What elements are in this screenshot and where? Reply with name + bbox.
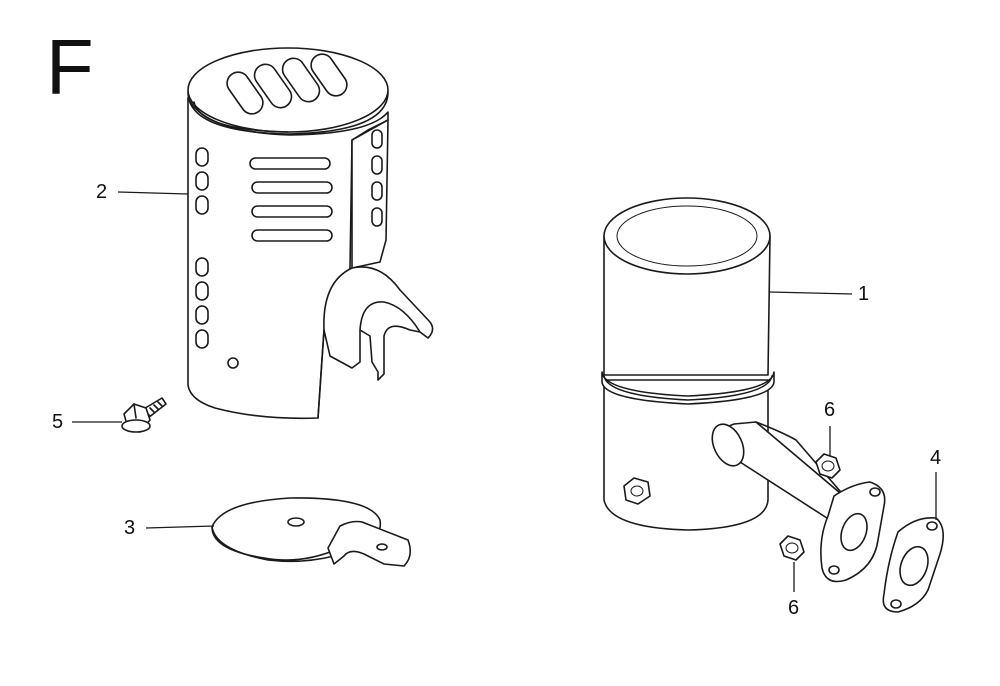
leader-2 bbox=[117, 191, 189, 195]
callout-1: 1 bbox=[858, 283, 870, 305]
callout-5: 5 bbox=[52, 411, 64, 433]
leader-1 bbox=[769, 291, 853, 295]
muffler-protector-part-2 bbox=[187, 47, 434, 420]
muffler-plate-part-3 bbox=[211, 497, 412, 567]
callout-4: 4 bbox=[930, 447, 942, 469]
leader-3 bbox=[145, 525, 215, 529]
section-letter: F bbox=[46, 23, 94, 111]
callout-6-lower: 6 bbox=[788, 597, 800, 619]
muffler-part-1 bbox=[601, 197, 886, 583]
flange-bolt-part-5 bbox=[121, 397, 167, 433]
nut-part-6-lower bbox=[779, 535, 805, 561]
nut-part-6-upper bbox=[815, 453, 841, 479]
leader-lines bbox=[72, 191, 937, 592]
gasket-part-4 bbox=[882, 516, 944, 613]
callout-2: 2 bbox=[96, 181, 108, 203]
callout-6-upper: 6 bbox=[824, 399, 836, 421]
callout-3: 3 bbox=[124, 517, 136, 539]
